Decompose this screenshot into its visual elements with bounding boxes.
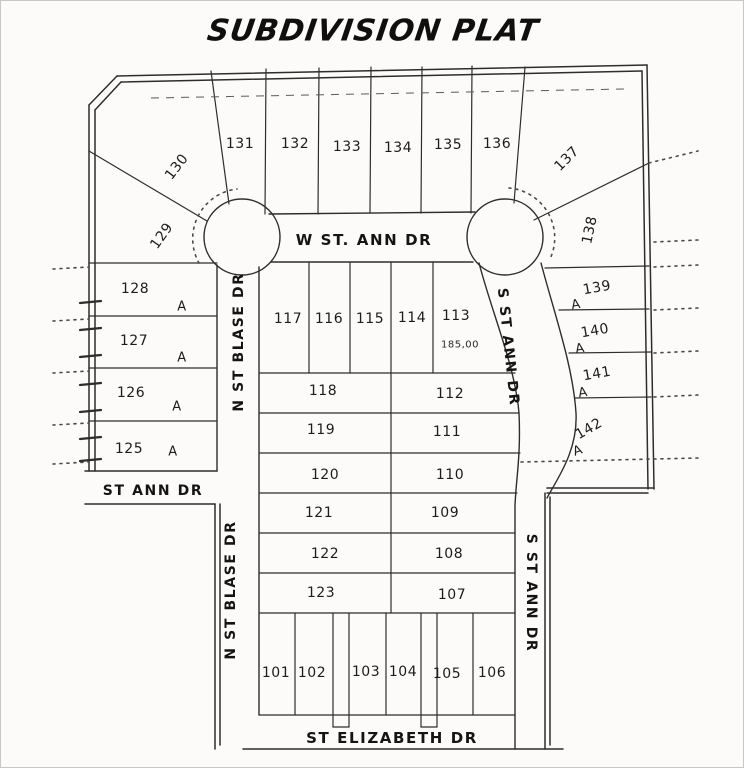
lot-109-label: 109 (430, 505, 460, 521)
lot-125-suffix: A (168, 444, 178, 460)
dotted-tie-lines (52, 150, 699, 465)
lot-118-label: 118 (308, 383, 338, 399)
lot-110-label: 110 (435, 467, 465, 483)
lot-117-label: 117 (273, 311, 303, 327)
lot-133-label: 133 (332, 139, 362, 155)
lot-128-label: 128 (120, 281, 150, 297)
street-label-st-elizabeth: ST ELIZABETH DR (306, 729, 478, 747)
lot-104-label: 104 (388, 664, 418, 680)
lot-102-label: 102 (297, 665, 327, 681)
lot-115-label: 115 (355, 311, 385, 327)
street-label-n-st-blase-upper: N ST BLASE DR (231, 272, 247, 412)
lot-116-label: 116 (314, 311, 344, 327)
lot-107-label: 107 (437, 587, 467, 603)
dashed-setback-line (150, 88, 626, 99)
street-label-w-st-ann: W ST. ANN DR (295, 231, 433, 249)
street-label-s-st-ann-lower: S ST ANN DR (523, 533, 539, 653)
lot-135-label: 135 (433, 137, 463, 153)
lot-lines (88, 65, 652, 728)
lot-108-label: 108 (434, 546, 464, 562)
dimension-label: 185,00 (441, 339, 479, 351)
lot-126-label: 126 (116, 385, 146, 401)
lot-105-label: 105 (432, 666, 462, 682)
lot-103-label: 103 (351, 664, 381, 680)
lot-114-label: 114 (397, 310, 427, 326)
lot-131-label: 131 (225, 136, 255, 152)
lot-106-label: 106 (477, 665, 507, 681)
survey-tick-marks (78, 299, 103, 463)
lot-126-suffix: A (172, 399, 182, 415)
lot-125-label: 125 (114, 441, 144, 457)
lot-101-label: 101 (261, 665, 291, 681)
lot-121-label: 121 (304, 505, 334, 521)
street-label-st-ann: ST ANN DR (102, 483, 204, 499)
boundary-lines (84, 64, 655, 750)
lot-136-label: 136 (482, 136, 512, 152)
lot-127-label: 127 (119, 333, 149, 349)
lot-119-label: 119 (306, 422, 336, 438)
lot-132-label: 132 (280, 136, 310, 152)
lot-123-label: 123 (306, 585, 336, 601)
street-label-n-st-blase-lower: N ST BLASE DR (223, 520, 239, 660)
lot-122-label: 122 (310, 546, 340, 562)
lot-111-label: 111 (432, 424, 462, 440)
lot-128-suffix: A (177, 299, 187, 315)
lot-113-label: 113 (441, 308, 471, 324)
lot-127-suffix: A (177, 350, 187, 366)
page-title: SUBDIVISION PLAT (205, 13, 541, 49)
lot-120-label: 120 (310, 467, 340, 483)
lot-112-label: 112 (435, 386, 465, 402)
lot-134-label: 134 (383, 140, 413, 156)
